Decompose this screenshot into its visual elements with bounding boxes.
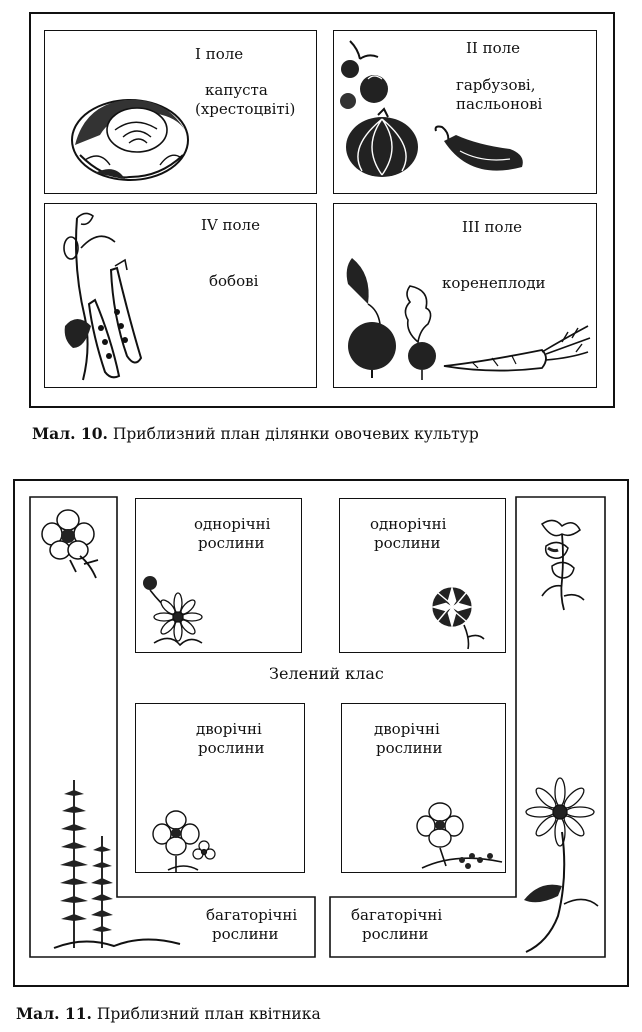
chamomile-flower-illustration xyxy=(524,777,599,953)
annual-bed-left-line2: рослини xyxy=(198,534,265,552)
field-3-root-crops: III поле коренеплоди xyxy=(333,203,597,388)
pea-plant-illustration xyxy=(63,212,143,381)
beet-illustration xyxy=(346,258,396,378)
field-1-crop-line1: капуста xyxy=(205,81,268,99)
annual-bed-right-line2: рослини xyxy=(374,534,441,552)
field-2-crop-line1: гарбузові, xyxy=(456,76,536,94)
biennial-bed-left-line2: рослини xyxy=(198,739,265,757)
biennial-bed-left: дворічні рослини xyxy=(135,703,305,873)
field-2-title: II поле xyxy=(466,39,521,57)
field-3-title: III поле xyxy=(462,218,522,236)
figure-11-number: Мал. 11. xyxy=(16,1004,92,1023)
field-1-crop-line2: (хрестоцвіті) xyxy=(195,100,296,118)
figure-10-number: Мал. 10. xyxy=(32,424,108,443)
annual-bed-left: однорічні рослини xyxy=(135,498,302,653)
perennial-bed-right-line1: багаторічні xyxy=(351,906,443,924)
dahlia-flower-illustration xyxy=(430,585,485,650)
vegetable-plot-frame xyxy=(29,12,615,408)
pumpkin-illustration xyxy=(346,107,418,177)
field-1-title: I поле xyxy=(195,45,244,63)
annual-bed-left-line1: однорічні xyxy=(194,515,271,533)
field-4-title: IV поле xyxy=(201,216,260,234)
field-2-crop-line2: пасльонові xyxy=(456,95,543,113)
biennial-bed-right-line1: дворічні xyxy=(374,720,440,738)
hibiscus-flower-illustration xyxy=(41,509,99,579)
perennial-bed-left-line1: багаторічні xyxy=(206,906,298,924)
figure-11-caption: Мал. 11. Приблизний план квітника xyxy=(16,1004,321,1023)
aster-flower-illustration xyxy=(143,576,203,647)
tall-spike-plant-illustration xyxy=(53,780,181,949)
perennial-bed-left-line2: рослини xyxy=(212,925,279,943)
viola-flower-illustration xyxy=(416,802,503,869)
pansy-flower-illustration xyxy=(152,810,216,872)
annual-bed-right-line1: однорічні xyxy=(370,515,447,533)
radish-illustration xyxy=(404,285,436,380)
figure-10-caption-text: Приблизний план ділянки овочевих культур xyxy=(112,425,479,443)
field-4-crop: бобові xyxy=(209,272,259,290)
field-4-legumes: IV поле бобові xyxy=(44,203,317,388)
eggplant-illustration xyxy=(434,125,523,171)
carrot-illustration xyxy=(443,325,591,372)
snapdragon-flower-illustration xyxy=(540,519,585,611)
flowerbed-plan-frame xyxy=(13,479,629,987)
cabbage-illustration xyxy=(71,99,189,181)
green-classroom-label: Зелений клас xyxy=(269,664,384,683)
field-1-cabbage: I поле капуста (хрестоцвіті) xyxy=(44,30,317,194)
annual-bed-right: однорічні рослини xyxy=(339,498,506,653)
tomato-illustration xyxy=(340,40,388,109)
biennial-bed-left-line1: дворічні xyxy=(196,720,262,738)
perennial-bed-right-line2: рослини xyxy=(362,925,429,943)
figure-10-caption: Мал. 10. Приблизний план ділянки овочеви… xyxy=(32,424,479,443)
field-2-pumpkin-nightshade: II поле гарбузові, пасльонові xyxy=(333,30,597,194)
biennial-bed-right-line2: рослини xyxy=(376,739,443,757)
figure-11-caption-text: Приблизний план квітника xyxy=(96,1005,321,1023)
field-3-crop: коренеплоди xyxy=(442,274,546,292)
biennial-bed-right: дворічні рослини xyxy=(341,703,506,873)
